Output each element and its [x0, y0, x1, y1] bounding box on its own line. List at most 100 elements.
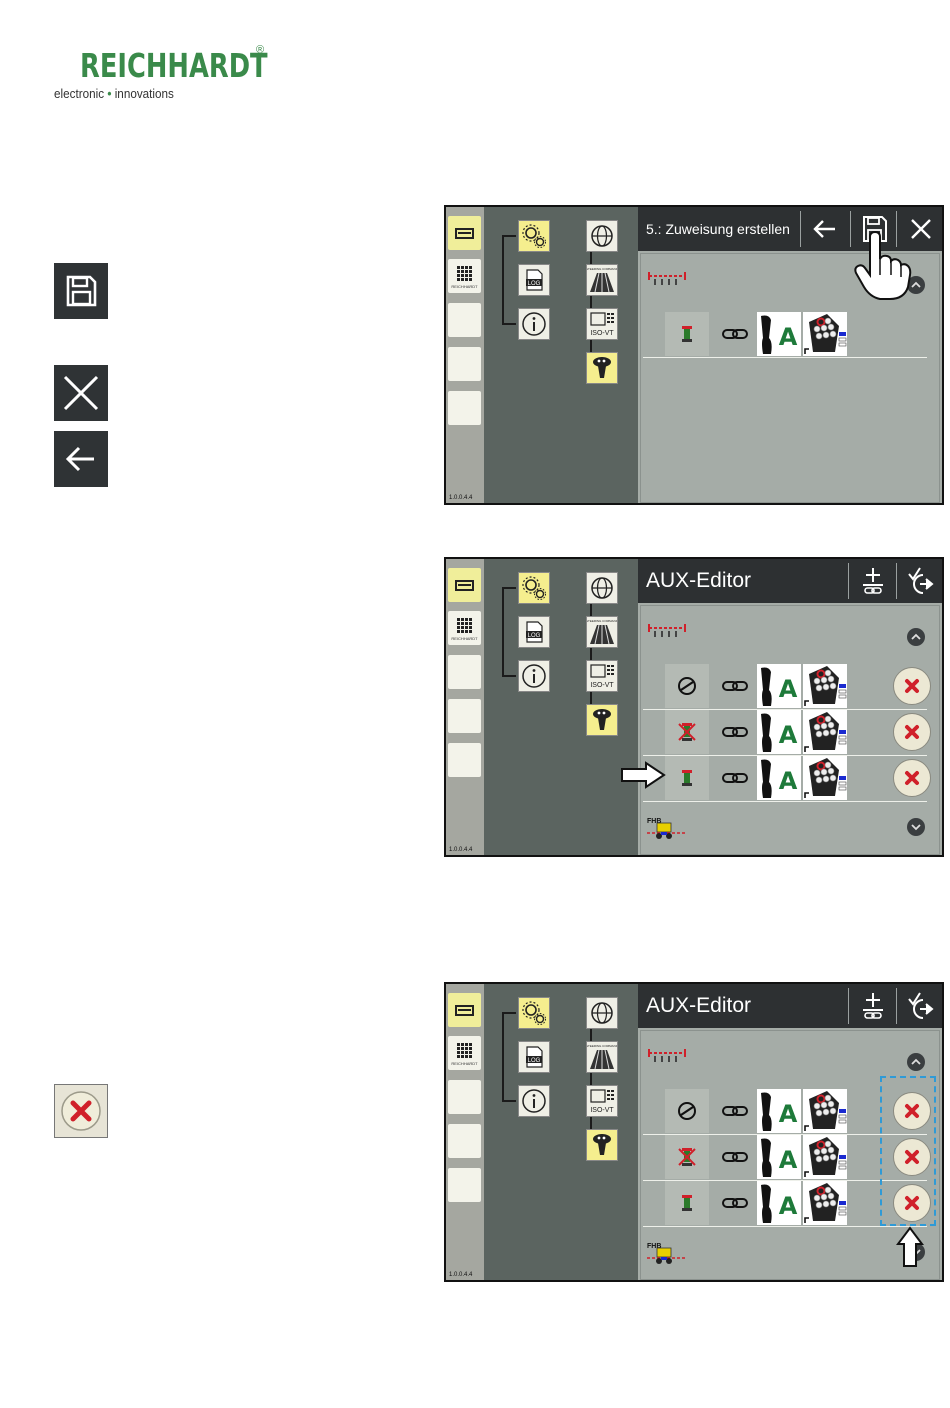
- joystick-a-icon: A: [757, 312, 801, 356]
- svg-text:ISO-VT: ISO-VT: [590, 330, 614, 337]
- control-pad-icon: [803, 1181, 847, 1225]
- settings-gears-icon[interactable]: [518, 572, 550, 604]
- delete-assignment-button[interactable]: [893, 759, 931, 797]
- language-globe-icon[interactable]: [586, 997, 618, 1029]
- info-icon[interactable]: [518, 660, 550, 692]
- side-softkey[interactable]: [448, 1124, 481, 1158]
- delete-assignment-icon: [54, 1084, 108, 1138]
- link-add-button[interactable]: [849, 984, 896, 1028]
- side-softkey[interactable]: [448, 391, 481, 425]
- link-icon: [713, 1089, 757, 1133]
- main-menu-button[interactable]: [448, 216, 481, 250]
- version-label: 1.0.0.4.4: [449, 1272, 472, 1278]
- side-softkey[interactable]: [448, 303, 481, 337]
- iso-vt-icon[interactable]: ISO-VT: [586, 1085, 618, 1117]
- logo-brand: REICHHARDT: [80, 46, 268, 85]
- expand-chevron-icon[interactable]: [907, 818, 925, 836]
- collapse-chevron-icon[interactable]: [907, 1053, 925, 1071]
- iso-vt-icon[interactable]: ISO-VT: [586, 308, 618, 340]
- confirm-exit-button[interactable]: [897, 559, 944, 603]
- nozzle-function-icon[interactable]: [665, 756, 709, 800]
- aux-joystick-icon[interactable]: [586, 1129, 618, 1161]
- back-arrow-button[interactable]: [801, 207, 849, 251]
- steering-command-icon[interactable]: STEERING COMMAND: [586, 264, 618, 296]
- app-grid-button[interactable]: REICHHARDT: [448, 611, 481, 645]
- svg-text:A: A: [779, 767, 798, 795]
- svg-text:LOG: LOG: [528, 633, 541, 639]
- control-pad-icon: [803, 756, 847, 800]
- side-softkey[interactable]: [448, 1168, 481, 1202]
- pointer-arrow-icon: [620, 761, 666, 794]
- side-button-bar: REICHHARDT 1.0.0.4.4: [446, 559, 484, 855]
- link-icon: [713, 756, 757, 800]
- control-pad-icon: [803, 1135, 847, 1179]
- side-softkey[interactable]: [448, 655, 481, 689]
- main-menu-button[interactable]: [448, 993, 481, 1027]
- app-grid-button[interactable]: REICHHARDT: [448, 259, 481, 293]
- svg-text:ISO-VT: ISO-VT: [590, 1107, 614, 1114]
- version-label: 1.0.0.4.4: [449, 847, 472, 853]
- boom-section-icon: [645, 258, 689, 302]
- panel-header: AUX-Editor: [638, 984, 942, 1028]
- settings-gears-icon[interactable]: [518, 997, 550, 1029]
- side-button-bar: REICHHARDT 1.0.0.4.4: [446, 984, 484, 1280]
- iso-vt-icon[interactable]: ISO-VT: [586, 660, 618, 692]
- row-separator: [643, 357, 927, 358]
- side-button-bar: REICHHARDT 1.0.0.4.4: [446, 207, 484, 503]
- info-icon[interactable]: [518, 1085, 550, 1117]
- function-disabled-icon[interactable]: [665, 1135, 709, 1179]
- control-pad-icon: [803, 1089, 847, 1133]
- confirm-exit-button[interactable]: [897, 984, 944, 1028]
- link-icon: [713, 1135, 757, 1179]
- function-disabled-icon[interactable]: [665, 710, 709, 754]
- aux-joystick-icon[interactable]: [586, 704, 618, 736]
- function-off-icon[interactable]: [665, 1089, 709, 1133]
- svg-text:A: A: [779, 1146, 798, 1174]
- function-off-icon[interactable]: [665, 664, 709, 708]
- side-softkey[interactable]: [448, 1080, 481, 1114]
- control-pad-icon: [803, 664, 847, 708]
- side-softkey[interactable]: [448, 347, 481, 381]
- app-grid-button[interactable]: REICHHARDT: [448, 1036, 481, 1070]
- steering-command-icon[interactable]: STEERING COMMAND: [586, 1041, 618, 1073]
- front-tank-implement-icon: FHB: [645, 806, 689, 850]
- language-globe-icon[interactable]: [586, 572, 618, 604]
- log-icon[interactable]: LOG: [518, 1041, 550, 1073]
- settings-gears-icon[interactable]: [518, 220, 550, 252]
- front-tank-implement-icon: FHB: [645, 1231, 689, 1275]
- main-menu-button[interactable]: [448, 568, 481, 602]
- joystick-a-icon: A: [757, 664, 801, 708]
- logo-tagline: electronic • innovations: [54, 86, 174, 101]
- row-separator: [643, 801, 927, 802]
- log-icon[interactable]: LOG: [518, 616, 550, 648]
- delete-assignment-button[interactable]: [893, 667, 931, 705]
- svg-text:A: A: [779, 1192, 798, 1220]
- delete-assignment-button[interactable]: [893, 713, 931, 751]
- settings-menu-tree: LOG STEERING COMMAND ISO-VT: [484, 984, 636, 1280]
- log-icon[interactable]: LOG: [518, 264, 550, 296]
- side-softkey[interactable]: [448, 743, 481, 777]
- nozzle-function-icon[interactable]: [665, 1181, 709, 1225]
- reichhardt-logo: REICHHARDT ® electronic • innovations: [52, 44, 282, 104]
- side-softkey[interactable]: [448, 699, 481, 733]
- steering-command-icon[interactable]: STEERING COMMAND: [586, 616, 618, 648]
- nozzle-function-icon[interactable]: [665, 312, 709, 356]
- aux-editor-panel: AUX-EditorAAAFHB: [638, 559, 942, 855]
- boom-section-icon: [645, 1035, 689, 1079]
- info-icon[interactable]: [518, 308, 550, 340]
- joystick-a-icon: A: [757, 710, 801, 754]
- link-add-button[interactable]: [849, 559, 896, 603]
- svg-text:REICHHARDT: REICHHARDT: [451, 284, 478, 289]
- language-globe-icon[interactable]: [586, 220, 618, 252]
- svg-text:LOG: LOG: [528, 1058, 541, 1064]
- panel-header: AUX-Editor: [638, 559, 942, 603]
- row-separator: [643, 1226, 927, 1227]
- back-arrow-icon: [54, 431, 108, 487]
- aux-joystick-icon[interactable]: [586, 352, 618, 384]
- link-icon: [713, 312, 757, 356]
- panel-title: AUX-Editor: [646, 984, 751, 1028]
- collapse-chevron-icon[interactable]: [907, 628, 925, 646]
- highlight-frame: [880, 1076, 936, 1226]
- version-label: 1.0.0.4.4: [449, 495, 472, 501]
